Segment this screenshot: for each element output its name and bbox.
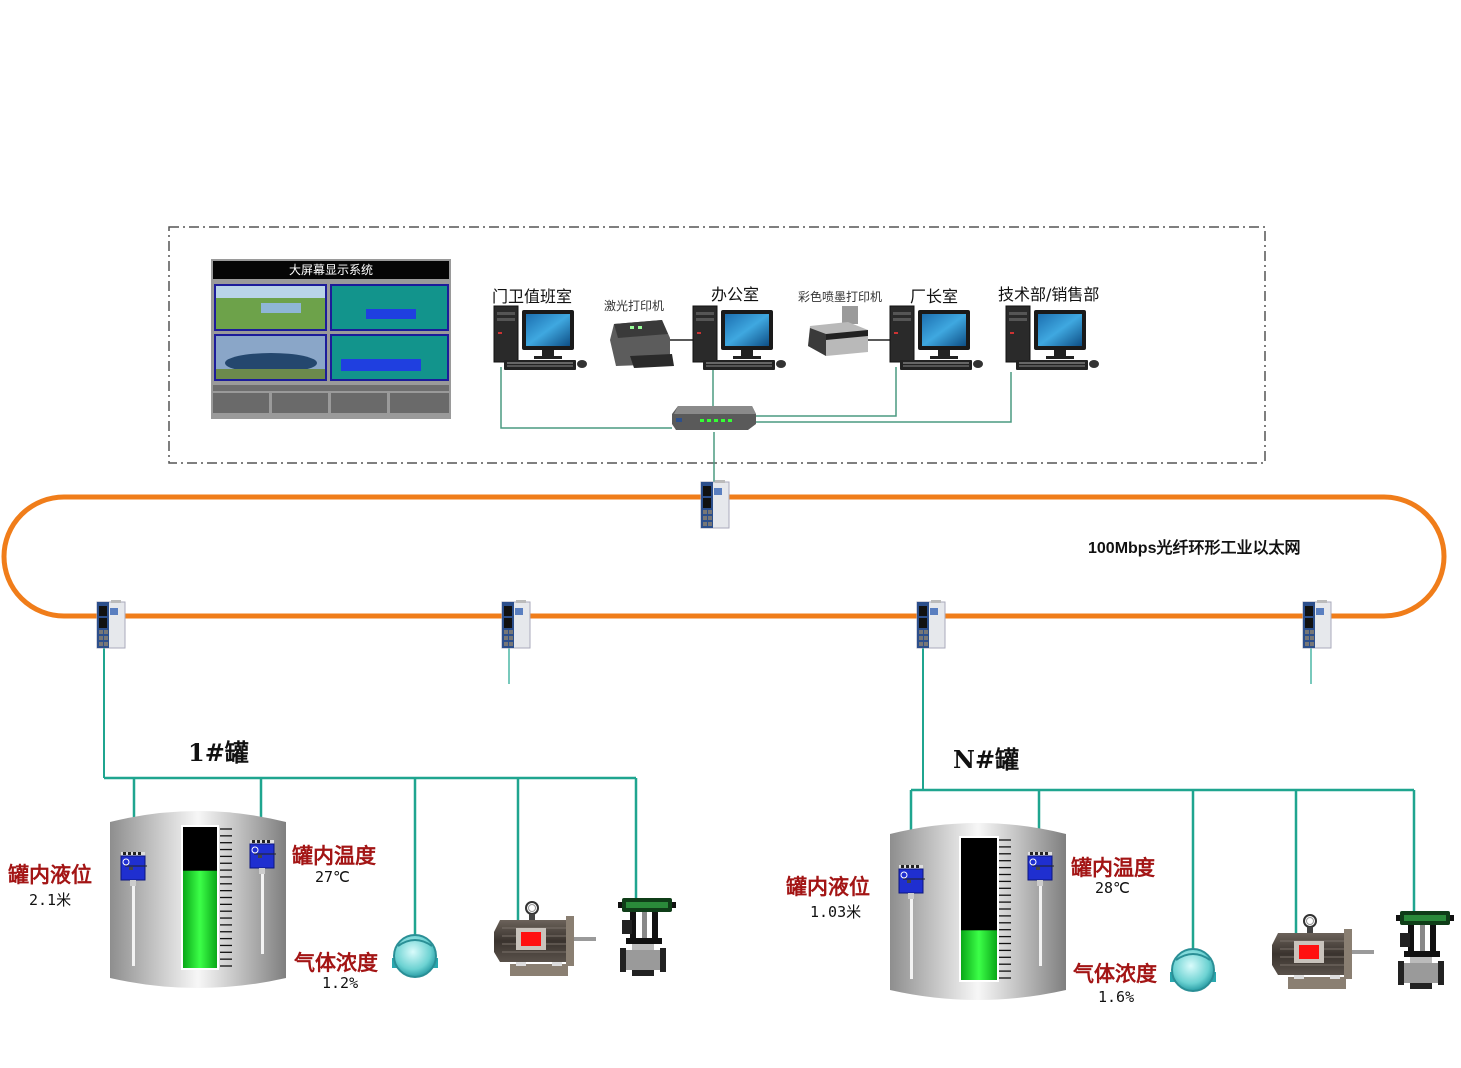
tank-1-pump-motor xyxy=(493,901,597,977)
tank-n-level-fill xyxy=(961,930,997,980)
pc-director-office xyxy=(889,305,984,371)
tank-n-gas-detector xyxy=(1169,948,1217,992)
ring-switch-1 xyxy=(96,599,126,649)
station-label-office: 办公室 xyxy=(711,285,760,304)
tank-n-pump-motor xyxy=(1271,914,1375,990)
office-switch-hub xyxy=(672,406,756,430)
office-lan-boundary xyxy=(168,226,1266,464)
tank-1-scale xyxy=(220,828,232,967)
station-label-director: 厂长室 xyxy=(910,287,959,306)
tank-n-temp-value: 28℃ xyxy=(1095,879,1130,897)
big-screen-title: 大屏幕显示系统 xyxy=(288,263,373,277)
network-label: 100Mbps光纤环形工业以太网 xyxy=(1088,540,1301,557)
ring-drop-links xyxy=(103,646,1312,790)
ring-switch-core xyxy=(700,479,730,529)
tank-n-scale xyxy=(999,839,1011,979)
station-label-inkjet-printer: 彩色喷墨打印机 xyxy=(798,290,883,304)
tank-n-level-label: 罐内液位 xyxy=(786,874,870,899)
tank-n-vessel xyxy=(890,823,1066,1000)
inkjet-printer xyxy=(808,306,868,356)
tank-1-gas-value: 1.2% xyxy=(322,974,359,992)
big-screen-display xyxy=(211,259,451,419)
station-label-laser-printer: 激光打印机 xyxy=(604,299,665,313)
ring-switch-3 xyxy=(916,599,946,649)
tank-1-gas-detector xyxy=(391,934,439,978)
tank-n-gas-value: 1.6% xyxy=(1098,988,1135,1006)
tank-1-level-value: 2.1米 xyxy=(29,891,72,909)
tank-n-level-value: 1.03米 xyxy=(810,903,862,921)
tank-1-vessel xyxy=(110,811,286,988)
tank-1-temp-label: 罐内温度 xyxy=(292,843,376,868)
tank-n-temp-label: 罐内温度 xyxy=(1071,855,1155,880)
tank-n-gas-label: 气体浓度 xyxy=(1073,961,1157,986)
office-links xyxy=(500,339,1012,482)
tank-1-temp-value: 27℃ xyxy=(315,868,350,886)
pc-tech-sales xyxy=(1005,305,1100,371)
laser-printer xyxy=(610,320,674,368)
station-label-guardroom: 门卫值班室 xyxy=(492,287,573,306)
station-label-tech-sales: 技术部/销售部 xyxy=(998,285,1100,304)
ring-switch-4 xyxy=(1302,599,1332,649)
pc-guardroom xyxy=(493,305,588,371)
ring-switch-2 xyxy=(501,599,531,649)
tank-1-gas-label: 气体浓度 xyxy=(294,950,378,975)
tank-1-control-valve xyxy=(618,898,676,976)
pc-office xyxy=(692,305,787,371)
tankN-bus xyxy=(909,788,1416,950)
tank-1-level-label: 罐内液位 xyxy=(8,862,92,887)
tank-1-title: 1#罐 xyxy=(188,738,249,767)
tank-n-title: N#罐 xyxy=(953,745,1020,774)
tank-1-level-fill xyxy=(183,870,217,968)
tank-n-control-valve xyxy=(1396,911,1454,989)
